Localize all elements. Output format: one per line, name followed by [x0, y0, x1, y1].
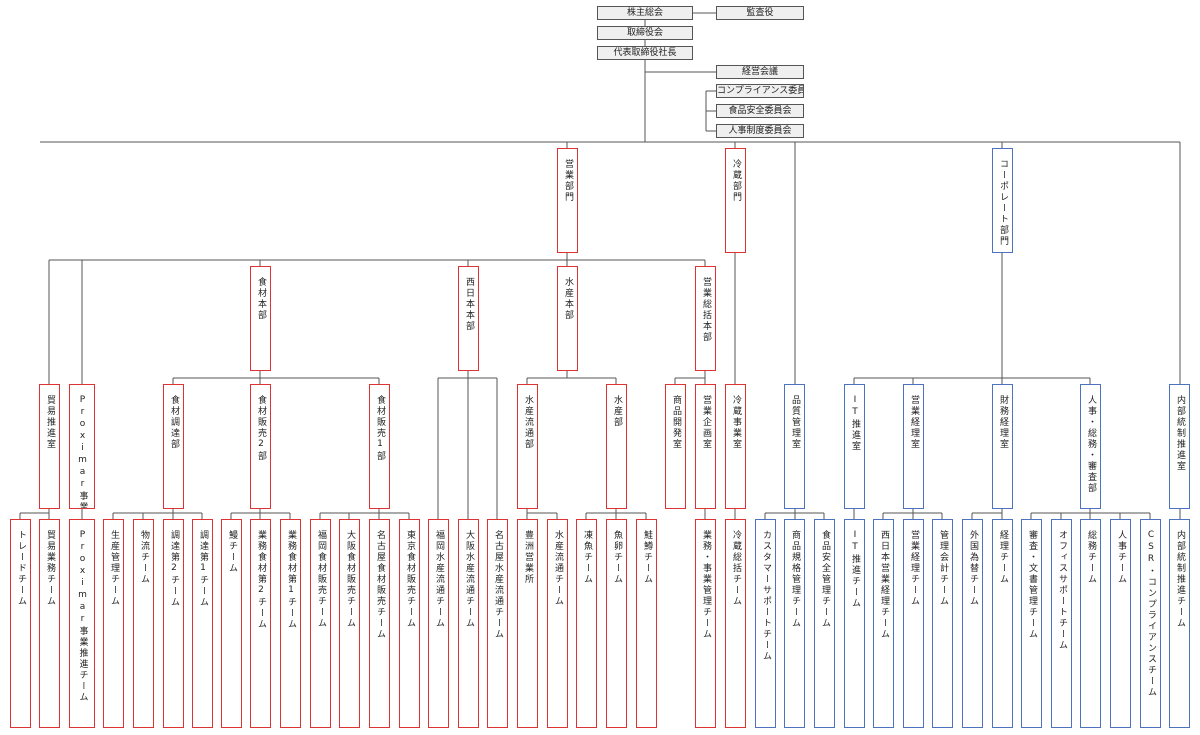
product-spec-team-box: 商品規格管理チーム: [784, 519, 805, 728]
mgmt-accounting-team-box: 管理会計チーム: [932, 519, 953, 728]
food-safety-team-box: 食品安全管理チーム: [814, 519, 835, 728]
finance-accounting-office-box: 財務経理室: [992, 384, 1013, 509]
procurement1-team-box: 調達第1チーム: [192, 519, 213, 728]
frozen-fish-team-box: 凍魚チーム: [576, 519, 597, 728]
general-affairs-team-box: 総務チーム: [1080, 519, 1101, 728]
osaka-marine-team-box: 大阪水産流通チーム: [458, 519, 479, 728]
marine-distribution-dept-box: 水産流通部: [517, 384, 538, 509]
roe-team-box: 魚卵チーム: [606, 519, 627, 728]
marine-hq-box: 水産本部: [557, 266, 578, 371]
toyosu-office-box: 豊洲営業所: [517, 519, 538, 728]
west-accounting-team-box: 西日本営業経理チーム: [873, 519, 894, 728]
food-safety-committee-box: 食品安全委員会: [716, 104, 804, 118]
marine-dept-box: 水産部: [606, 384, 627, 509]
marine-distribution-team-box: 水産流通チーム: [547, 519, 568, 728]
sales1-dept-box: 食材販売1部: [369, 384, 390, 509]
west-japan-hq-box: 西日本本部: [458, 266, 479, 371]
procurement-dept-box: 食材調達部: [163, 384, 184, 509]
trade-promotion-office-box: 貿易推進室: [39, 384, 60, 509]
nagoya-sales-team-box: 名古屋食材販売チーム: [369, 519, 390, 728]
sales-general-hq-box: 営業総括本部: [695, 266, 716, 371]
quality-control-office-box: 品質管理室: [784, 384, 805, 509]
fukuoka-sales-team-box: 福岡食材販売チーム: [310, 519, 331, 728]
sales-accounting-office-box: 営業経理室: [903, 384, 924, 509]
fx-team-box: 外国為替チーム: [962, 519, 983, 728]
sales-accounting-team-box: 営業経理チーム: [903, 519, 924, 728]
salmon-team-box: 鮭鱒チーム: [636, 519, 657, 728]
cold-business-office-box: 冷蔵事業室: [725, 384, 746, 509]
board-box: 取締役会: [597, 26, 693, 40]
trade-team-box: トレードチーム: [10, 519, 31, 728]
sales-planning-office-box: 営業企画室: [695, 384, 716, 509]
office-support-team-box: オフィスサポートチーム: [1051, 519, 1072, 728]
proximar-team-box: Proximar事業推進チーム: [69, 519, 95, 728]
president-box: 代表取締役社長: [597, 46, 693, 60]
hr-committee-box: 人事制度委員会: [716, 124, 804, 138]
csr-compliance-team-box: CSR・コンプライアンスチーム: [1140, 519, 1161, 728]
internal-control-team-box: 内部統制推進チーム: [1169, 519, 1190, 728]
cold-division-box: 冷蔵部門: [725, 148, 746, 253]
procurement2-team-box: 調達第2チーム: [163, 519, 184, 728]
product-dev-office-box: 商品開発室: [665, 384, 686, 509]
osaka-sales-team-box: 大阪食材販売チーム: [339, 519, 360, 728]
sales-division-box: 営業部門: [557, 148, 578, 253]
production-team-box: 生産管理チーム: [103, 519, 124, 728]
it-office-box: IT推進室: [844, 384, 865, 509]
trade-business-team-box: 貿易業務チーム: [39, 519, 60, 728]
customer-support-team-box: カスタマーサポートチーム: [755, 519, 776, 728]
business2-team-box: 業務食材第2チーム: [250, 519, 271, 728]
hr-ga-review-dept-box: 人事・総務・審査部: [1080, 384, 1101, 509]
mgmt-meeting-box: 経営会議: [716, 65, 804, 79]
auditor-box: 監査役: [716, 6, 804, 20]
proximar-division-box: Proximar事業部: [69, 384, 95, 509]
logistics-team-box: 物流チーム: [133, 519, 154, 728]
sales2-dept-box: 食材販売2部: [250, 384, 271, 509]
business1-team-box: 業務食材第1チーム: [280, 519, 301, 728]
corporate-division-box: コーポレート部門: [992, 148, 1013, 253]
shareholders-box: 株主総会: [597, 6, 693, 20]
hr-team-box: 人事チーム: [1110, 519, 1131, 728]
accounting-team-box: 経理チーム: [992, 519, 1013, 728]
cold-general-team-box: 冷蔵総括チーム: [725, 519, 746, 728]
eel-team-box: 鰻チーム: [221, 519, 242, 728]
tokyo-sales-team-box: 東京食材販売チーム: [399, 519, 420, 728]
fukuoka-marine-team-box: 福岡水産流通チーム: [428, 519, 449, 728]
internal-control-office-box: 内部統制推進室: [1169, 384, 1190, 509]
food-materials-hq-box: 食材本部: [250, 266, 271, 371]
review-doc-team-box: 審査・文書管理チーム: [1021, 519, 1042, 728]
it-team-box: IT推進チーム: [844, 519, 865, 728]
business-mgmt-team-box: 業務・事業管理チーム: [695, 519, 716, 728]
nagoya-marine-team-box: 名古屋水産流通チーム: [487, 519, 508, 728]
compliance-committee-box: コンプライアンス委員会: [716, 84, 804, 98]
